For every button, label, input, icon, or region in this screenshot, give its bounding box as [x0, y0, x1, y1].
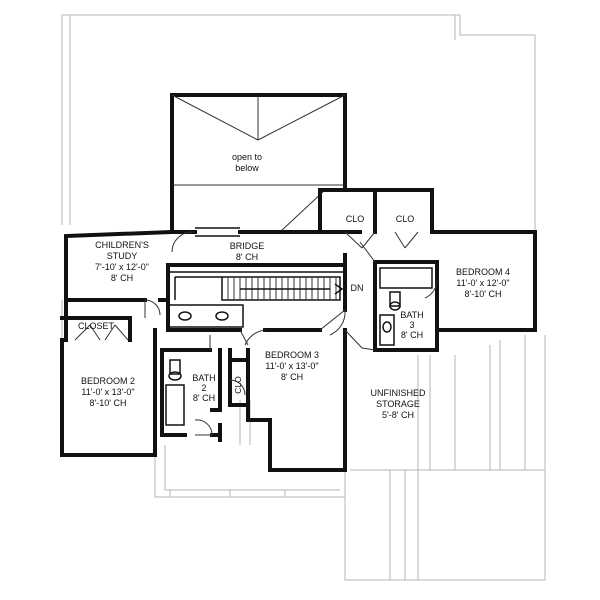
room-label-bedroom-4: BEDROOM 4 11'-0' x 12'-0" 8'-10' CH	[456, 267, 510, 299]
room-label-closet: CLOSET	[78, 321, 115, 331]
fixtures	[165, 267, 433, 426]
room-label-clo-right: CLO	[396, 214, 415, 224]
room-label-bath-2: BATH 2 8' CH	[192, 373, 215, 403]
svg-text:11'-0' x 13'-0": 11'-0' x 13'-0"	[265, 361, 318, 371]
room-label-childrens-study: CHILDREN'S STUDY 7'-10' x 12'-0" 8' CH	[95, 240, 149, 283]
bridge-railing	[195, 227, 240, 237]
stair-down-label: DN	[351, 283, 364, 293]
svg-text:11'-0' x 12'-0": 11'-0' x 12'-0"	[456, 278, 509, 288]
open-to-below-area	[170, 93, 347, 234]
svg-text:below: below	[235, 163, 259, 173]
room-label-bedroom-3: BEDROOM 3 11'-0' x 13'-0" 8' CH	[265, 350, 319, 382]
svg-text:8' CH: 8' CH	[401, 330, 423, 340]
svg-text:8' CH: 8' CH	[281, 372, 303, 382]
svg-text:STORAGE: STORAGE	[376, 399, 420, 409]
svg-text:8'-10' CH: 8'-10' CH	[465, 289, 502, 299]
roof-outline	[61, 14, 546, 581]
svg-text:BRIDGE: BRIDGE	[230, 241, 265, 251]
svg-text:BATH: BATH	[400, 310, 423, 320]
svg-text:8' CH: 8' CH	[193, 393, 215, 403]
room-label-bridge: BRIDGE 8' CH	[230, 241, 265, 262]
svg-text:open to: open to	[232, 152, 262, 162]
room-label-unfinished-storage: UNFINISHED STORAGE 5'-8' CH	[370, 388, 426, 420]
svg-text:BATH: BATH	[192, 373, 215, 383]
stair	[174, 276, 344, 301]
room-label-clo-bath-2: CLO	[233, 376, 243, 394]
svg-text:8' CH: 8' CH	[111, 273, 133, 283]
svg-text:STUDY: STUDY	[107, 251, 138, 261]
svg-text:BEDROOM 2: BEDROOM 2	[81, 376, 135, 386]
room-label-open-to-below: open to below	[232, 152, 262, 173]
svg-text:UNFINISHED: UNFINISHED	[370, 388, 426, 398]
svg-text:2: 2	[201, 383, 206, 393]
svg-text:11'-0' x 13'-0": 11'-0' x 13'-0"	[81, 387, 134, 397]
svg-text:8'-10' CH: 8'-10' CH	[90, 398, 127, 408]
room-label-bath-3: BATH 3 8' CH	[400, 310, 423, 340]
svg-text:8' CH: 8' CH	[236, 252, 258, 262]
exterior-walls	[60, 188, 537, 472]
room-label-bedroom-2: BEDROOM 2 11'-0' x 13'-0" 8'-10' CH	[81, 376, 135, 408]
room-label-clo-left: CLO	[346, 214, 365, 224]
svg-text:CHILDREN'S: CHILDREN'S	[95, 240, 149, 250]
svg-text:BEDROOM 3: BEDROOM 3	[265, 350, 319, 360]
svg-text:3: 3	[409, 320, 414, 330]
interior-walls	[60, 253, 347, 442]
door-swings	[74, 231, 438, 436]
svg-text:5'-8' CH: 5'-8' CH	[382, 410, 414, 420]
svg-text:BEDROOM 4: BEDROOM 4	[456, 267, 510, 277]
svg-text:7'-10' x 12'-0": 7'-10' x 12'-0"	[95, 262, 149, 272]
